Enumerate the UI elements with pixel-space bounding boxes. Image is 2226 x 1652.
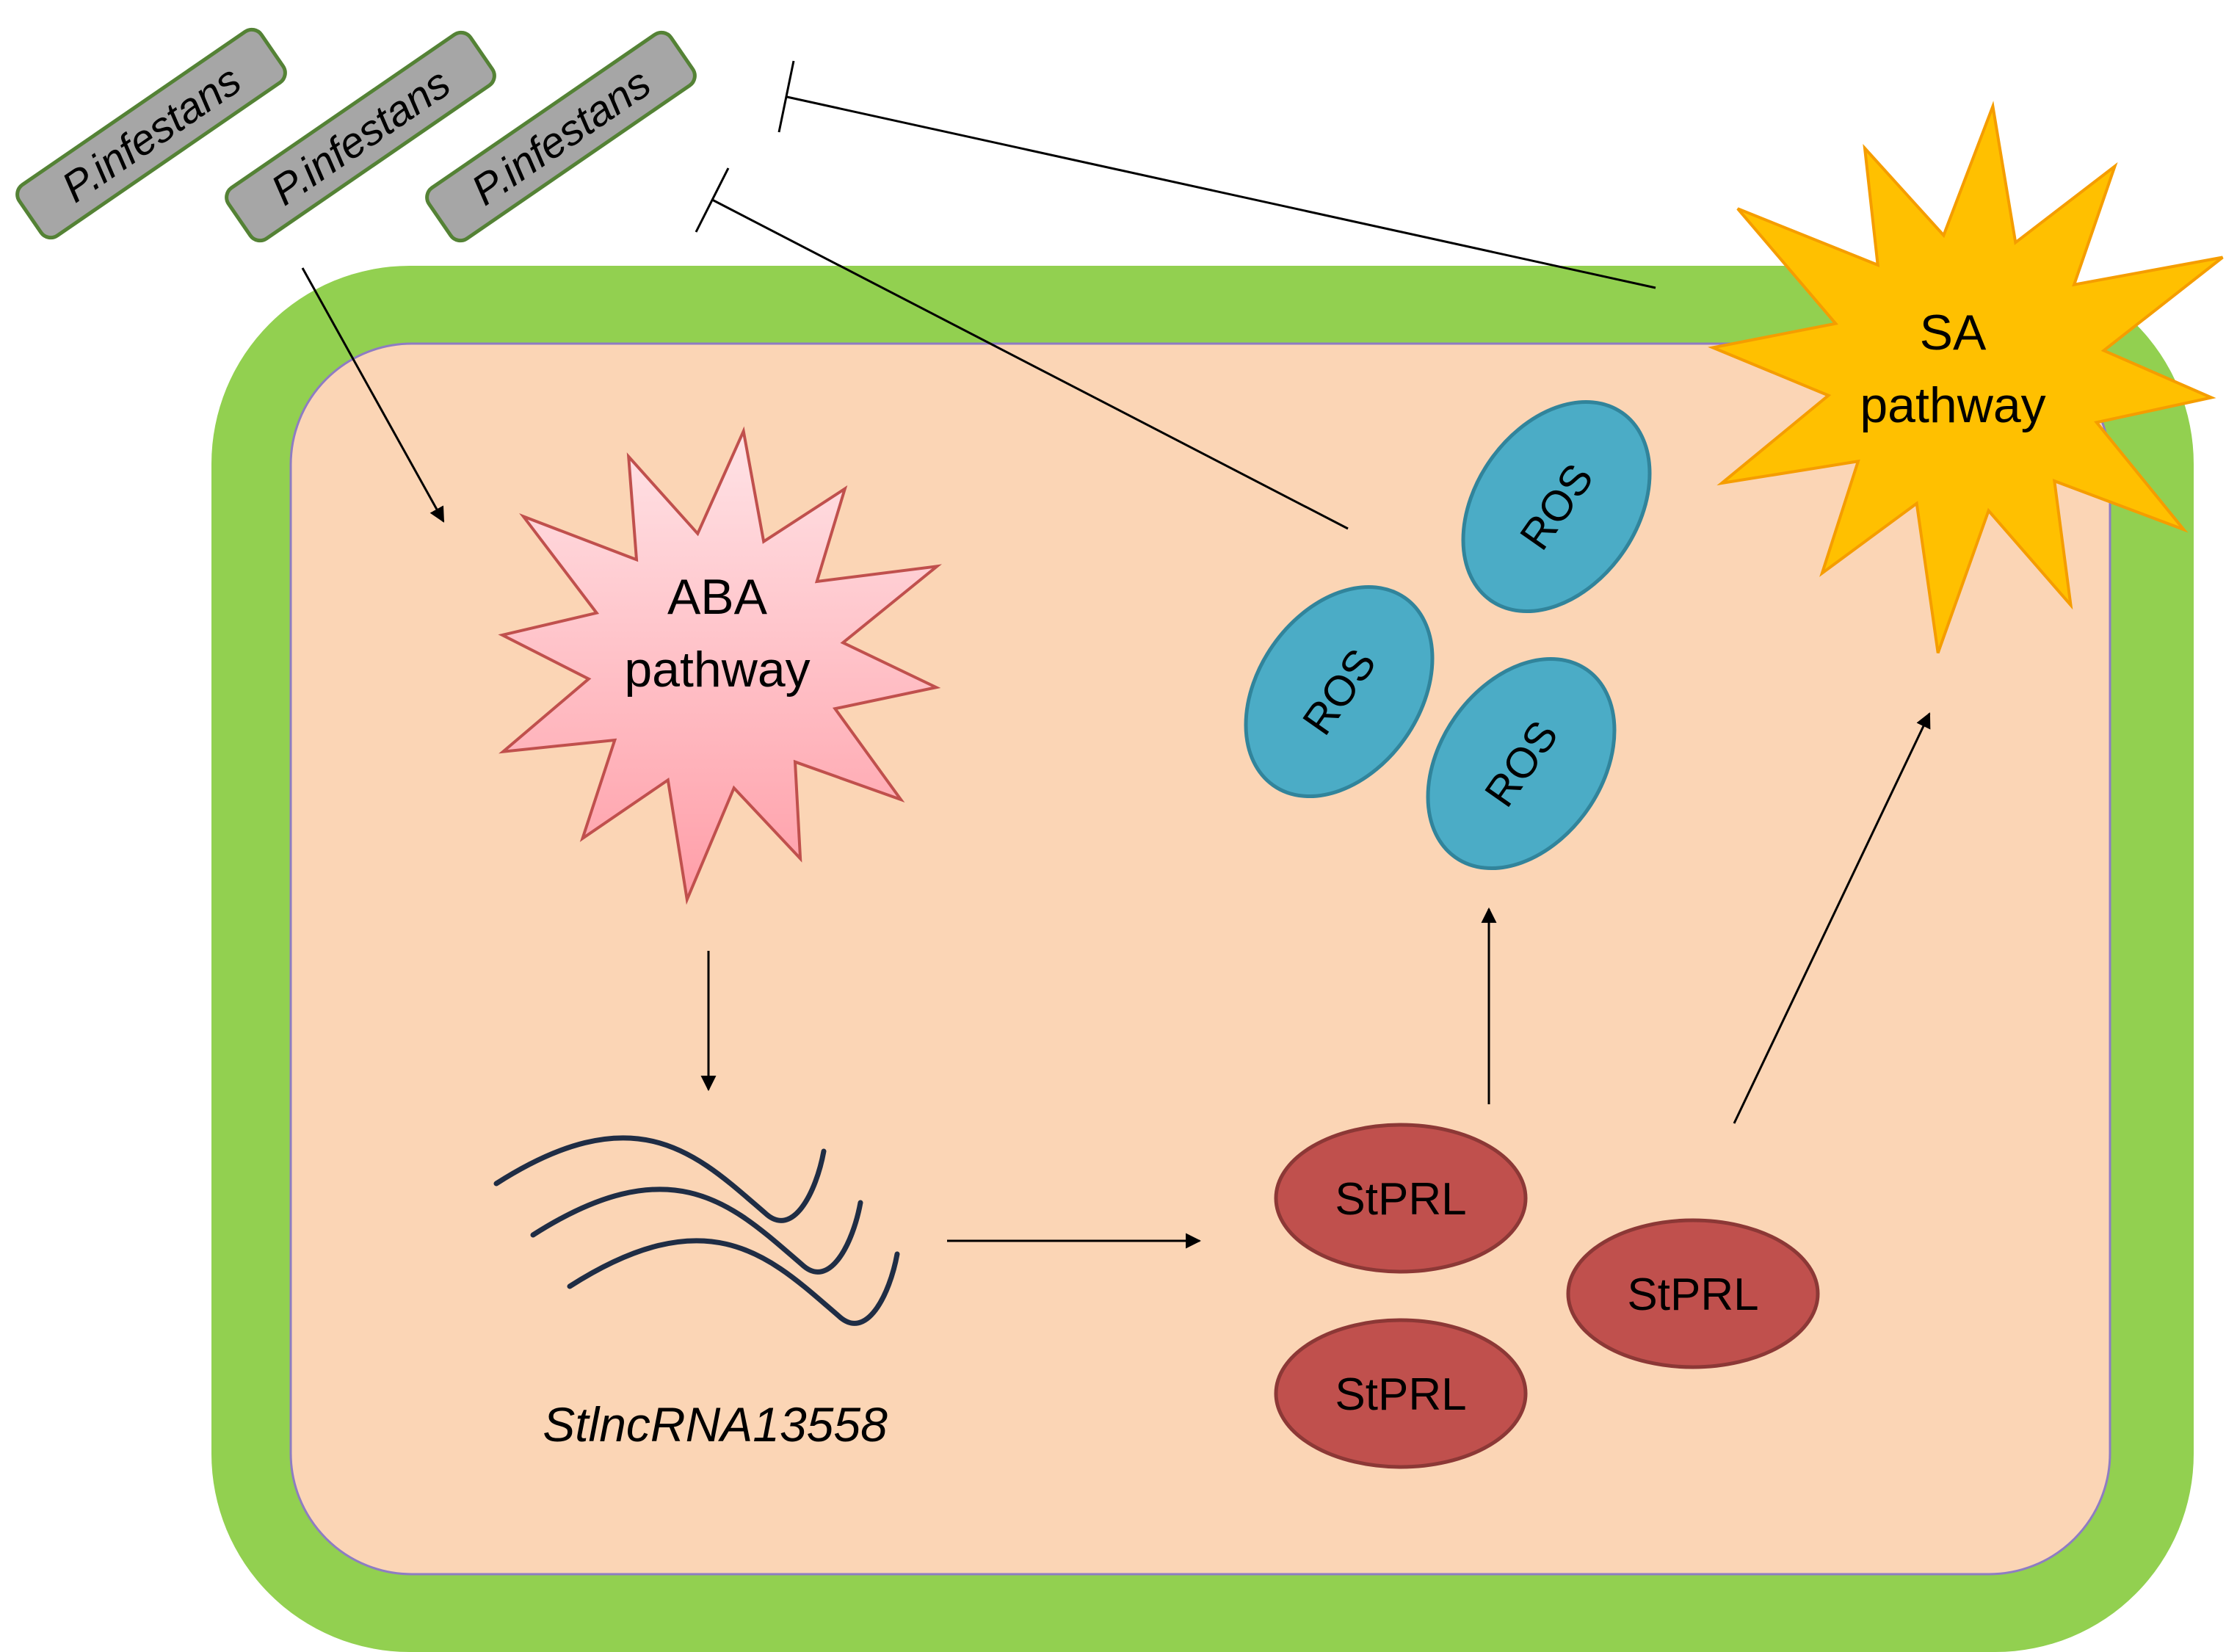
pathogen-label: P.infestans — [54, 56, 250, 211]
aba-label-line1: ABA — [667, 569, 768, 625]
lncrna-strand-3 — [567, 1238, 900, 1326]
stprl-label: StPRL — [1335, 1369, 1466, 1420]
sa-label-line2: pathway — [1860, 377, 2045, 433]
stprl-1: StPRL — [1274, 1123, 1528, 1274]
stprl-3: StPRL — [1274, 1318, 1528, 1469]
lncrna-strand-1 — [493, 1135, 827, 1223]
inhibit-ros-to-pathogen — [711, 198, 1349, 530]
arrow-pathogen-to-aba — [301, 267, 445, 523]
sa-pathway-burst — [1708, 101, 2224, 653]
inhibit-sa-to-pathogen — [786, 95, 1656, 289]
stprl-label: StPRL — [1335, 1174, 1466, 1225]
ros-2: ROS — [1244, 584, 1435, 799]
inhibit-ros-bar — [695, 167, 730, 233]
lncrna-strands — [493, 1135, 900, 1326]
inhibitions — [695, 60, 1656, 530]
arrows — [301, 267, 1931, 1249]
lncrna-strand-2 — [530, 1187, 863, 1275]
ros-1: ROS — [1461, 399, 1652, 614]
stprl-label: StPRL — [1627, 1269, 1758, 1320]
ros-3: ROS — [1426, 656, 1617, 871]
aba-pathway-burst — [498, 426, 943, 905]
arrow-stprl-to-sa — [1733, 712, 1931, 1124]
aba-label-line2: pathway — [624, 642, 810, 698]
stprl-2: StPRL — [1566, 1218, 1820, 1369]
lncrna-label: StlncRNA13558 — [543, 1397, 888, 1452]
inhibit-sa-bar — [777, 60, 795, 133]
sa-label-line1: SA — [1920, 305, 1987, 361]
